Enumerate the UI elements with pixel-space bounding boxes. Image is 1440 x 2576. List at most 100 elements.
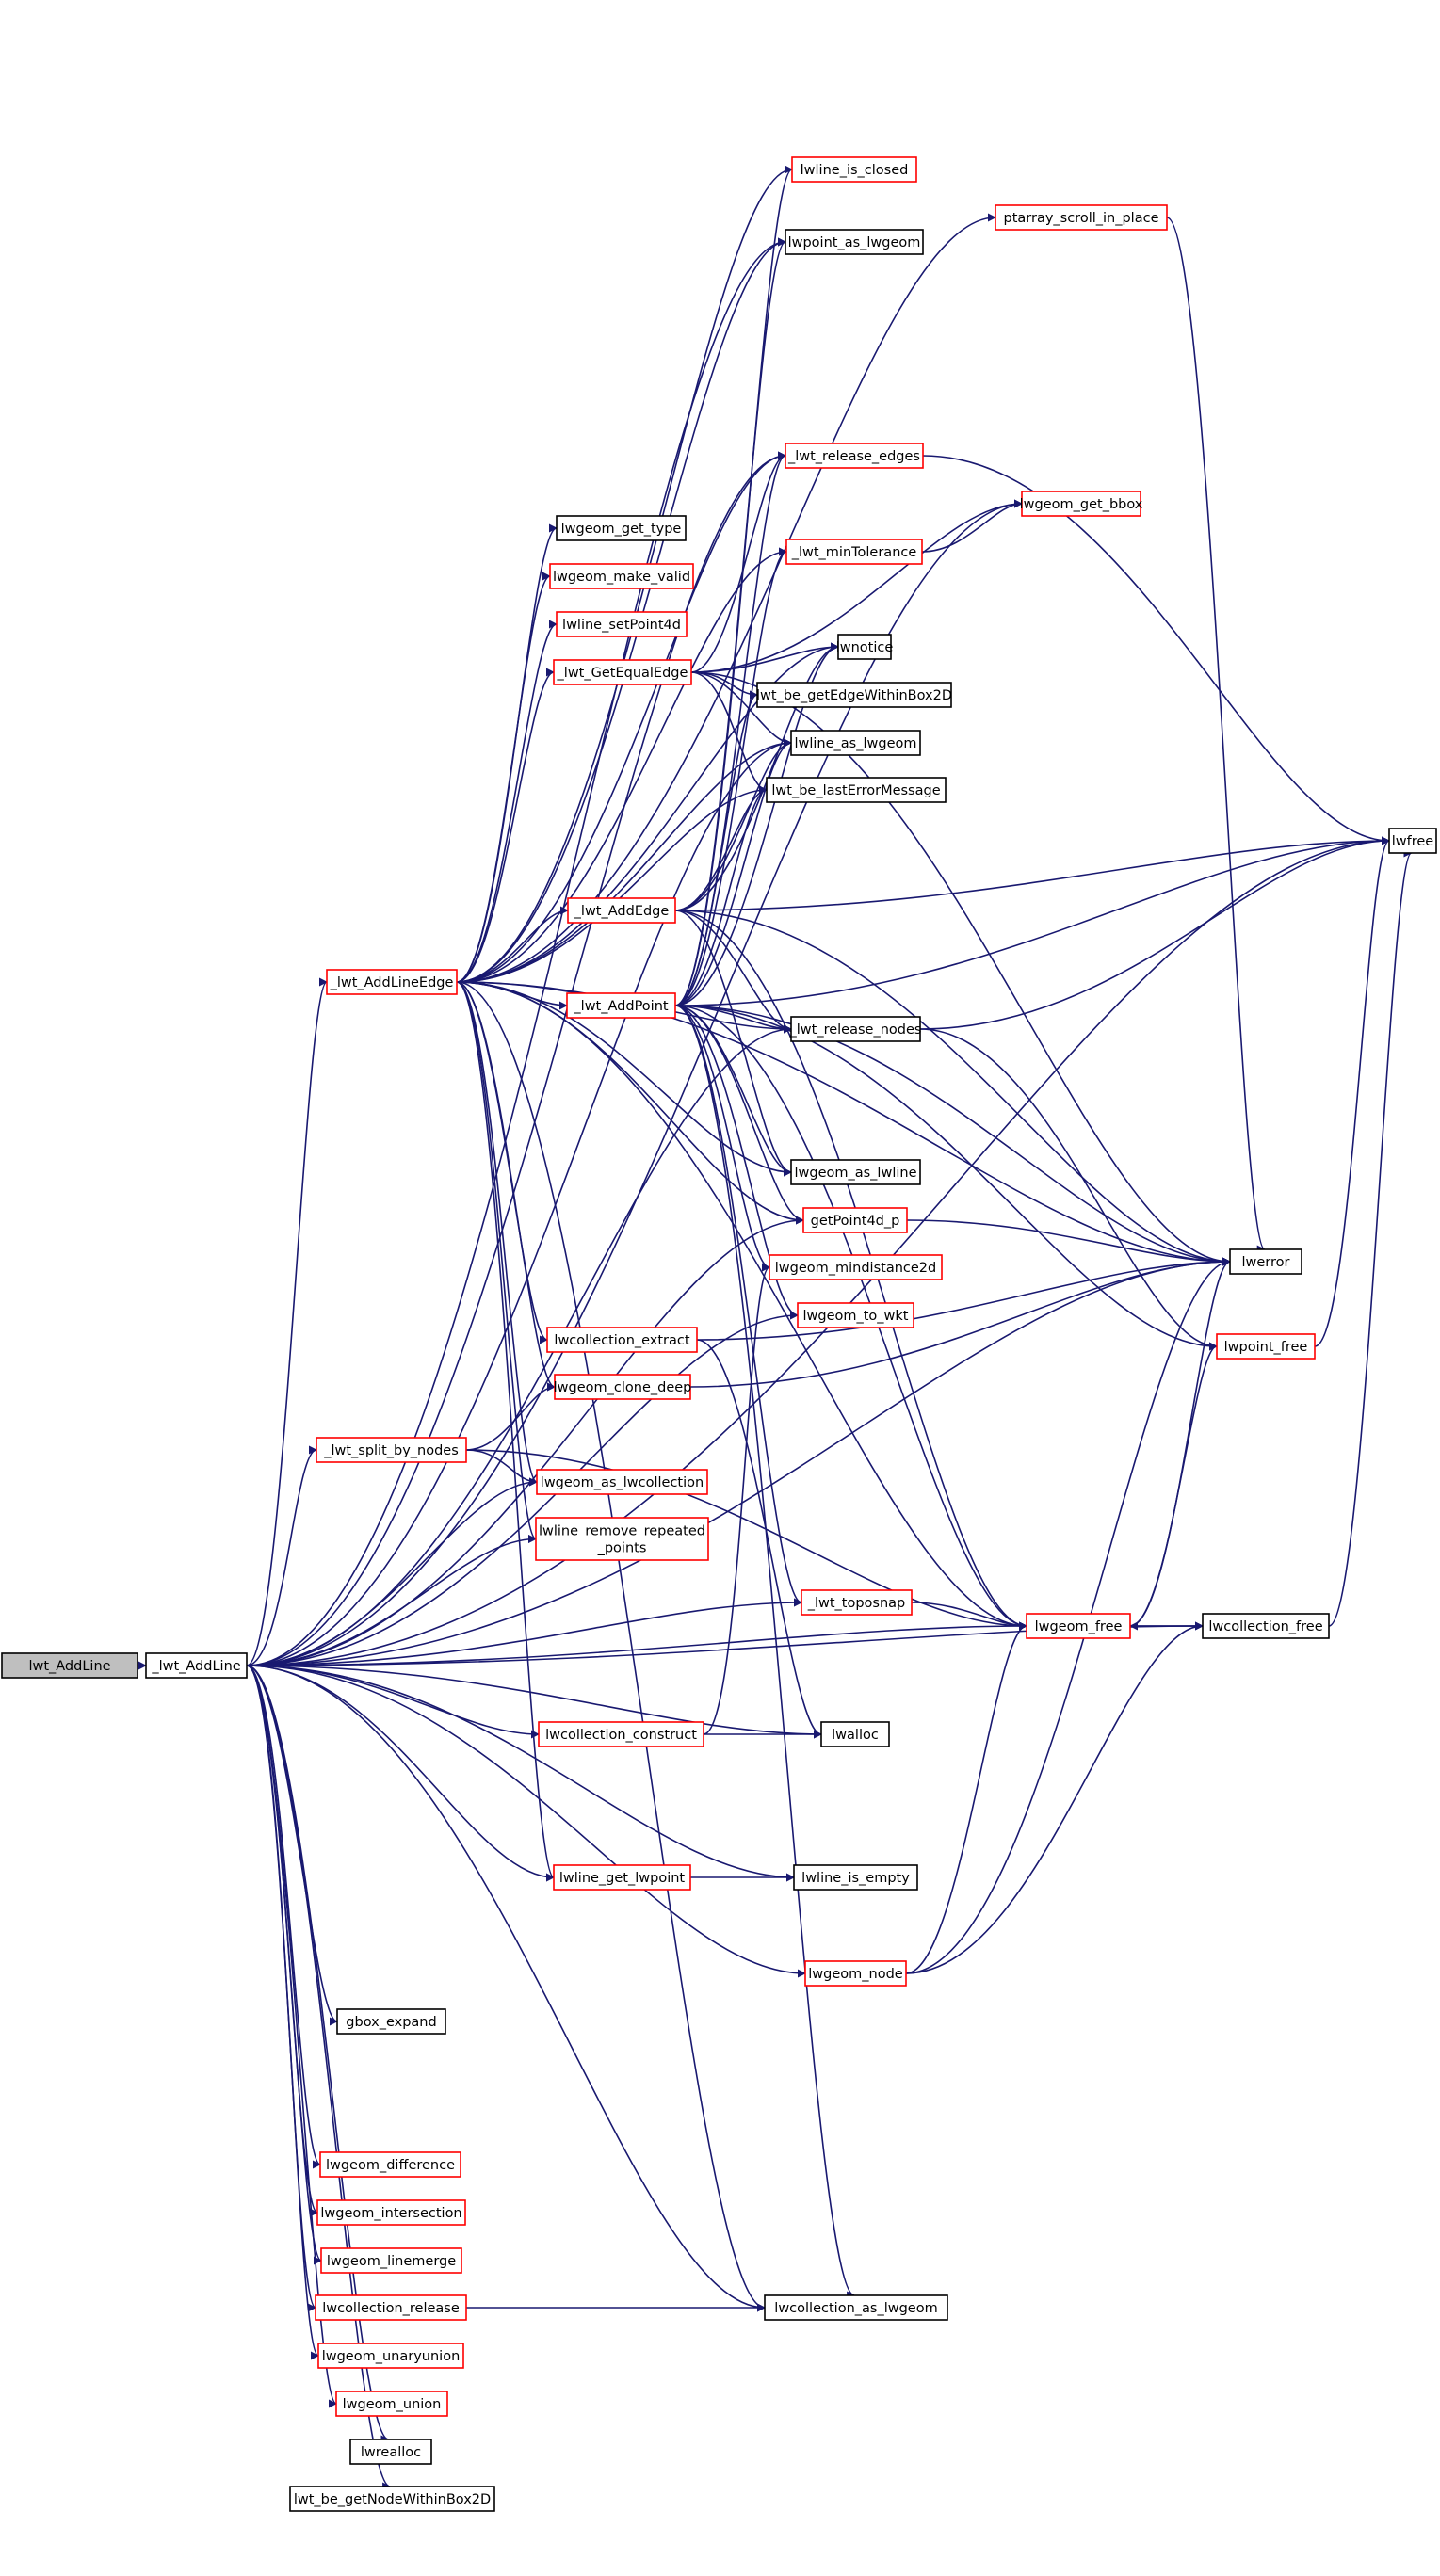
node-lwt-release-nodes[interactable]: _lwt_release_nodes	[789, 1016, 922, 1042]
edge-_lwt_release_nodes-to-lwpoint_free	[919, 1028, 1218, 1351]
node-lwt-be-lastErrorMessage[interactable]: lwt_be_lastErrorMessage	[766, 777, 947, 803]
node-lwgeom-get-bbox[interactable]: lwgeom_get_bbox	[1020, 491, 1143, 517]
edge-_lwt_AddLineEdge-to-lwgeom_clone_deep	[456, 981, 556, 1392]
edge-_lwt_AddLine-to-lwfree	[246, 836, 1390, 1666]
edge-_lwt_AddEdge-to-lwfree	[674, 836, 1390, 911]
node-lwpoint-as-lwgeom[interactable]: lwpoint_as_lwgeom	[785, 229, 924, 255]
edge-_lwt_AddLine-to-lwgeom_difference	[246, 1665, 321, 2169]
node-layer: lwt_AddLine _lwt_AddLine _lwt_AddLineEdge _…	[1, 156, 1437, 2512]
node-lwt-AddLine[interactable]: lwt_AddLine	[1, 1652, 138, 1679]
edge-_lwt_AddLine-to-lwgeom_node	[246, 1665, 806, 1978]
node-label: lwt_be_getNodeWithinBox2D	[294, 2492, 491, 2507]
node-lwline-get-lwpoint[interactable]: lwline_get_lwpoint	[553, 1864, 691, 1891]
node-box	[801, 1589, 913, 1616]
node-lwt-AddLineEdge[interactable]: _lwt_AddLineEdge	[326, 969, 458, 995]
node-label: lwalloc	[832, 1728, 879, 1743]
node-lwt-release-edges[interactable]: _lwt_release_edges	[785, 443, 924, 469]
edge-_lwt_AddLineEdge-to-ptarray_scroll_in_place	[456, 213, 996, 983]
edge-_lwt_AddPoint-to-_lwt_toposnap	[674, 1005, 802, 1607]
node-lwgeom-clone-deep[interactable]: lwgeom_clone_deep	[554, 1374, 692, 1400]
node-lwcollection-extract[interactable]: lwcollection_extract	[546, 1327, 698, 1353]
node-lwt-be-getNodeWithinBox2D[interactable]: lwt_be_getNodeWithinBox2D	[289, 2486, 495, 2512]
node-lwt-toposnap[interactable]: _lwt_toposnap	[801, 1589, 913, 1616]
node-box	[797, 1302, 914, 1328]
node-lwgeom-difference[interactable]: lwgeom_difference	[319, 2151, 461, 2178]
node-lwgeom-mindistance2d[interactable]: lwgeom_mindistance2d	[769, 1254, 943, 1280]
node-lwpoint-free[interactable]: lwpoint_free	[1216, 1333, 1316, 1360]
edge-_lwt_AddLineEdge-to-lwcollection_as_lwgeom	[456, 981, 766, 2312]
edge-_lwt_AddPoint-to-_lwt_minTolerance	[674, 547, 787, 1006]
edge-_lwt_AddLine-to-lwline_get_lwpoint	[246, 1665, 555, 1882]
node-label: _lwt_AddEdge	[574, 904, 670, 919]
node-lwline-is-empty[interactable]: lwline_is_empty	[793, 1864, 918, 1891]
node-lwcollection-as-lwgeom[interactable]: lwcollection_as_lwgeom	[764, 2294, 948, 2321]
node-lwgeom-get-type[interactable]: lwgeom_get_type	[556, 515, 687, 541]
edge-lwcollection_construct-to-lwgeom_mindistance2d	[703, 1263, 770, 1735]
node-lwalloc[interactable]: lwalloc	[820, 1721, 890, 1747]
node-box	[1202, 1613, 1330, 1639]
node-lwt-AddLine[interactable]: _lwt_AddLine	[145, 1652, 248, 1679]
node-box	[554, 1374, 691, 1400]
node-lwgeom-as-lwcollection[interactable]: lwgeom_as_lwcollection	[536, 1469, 708, 1495]
node-lwgeom-as-lwline[interactable]: lwgeom_as_lwline	[790, 1159, 921, 1185]
node-lwgeom-linemerge[interactable]: lwgeom_linemerge	[320, 2247, 462, 2274]
edge-_lwt_AddPoint-to-lwt_be_lastErrorMessage	[674, 785, 768, 1006]
node-label: lwerror	[1242, 1255, 1290, 1270]
node-label: lwgeom_difference	[326, 2158, 455, 2173]
node-lwgeom-free[interactable]: lwgeom_free	[1026, 1613, 1131, 1639]
node-label: lwcollection_extract	[554, 1333, 689, 1348]
node-ptarray-scroll-in-place[interactable]: ptarray_scroll_in_place	[995, 204, 1168, 231]
node-lwgeom-make-valid[interactable]: lwgeom_make_valid	[549, 563, 694, 589]
node-lwrealloc[interactable]: lwrealloc	[349, 2439, 432, 2465]
node-label: _lwt_AddLine	[151, 1659, 240, 1674]
node-box	[790, 730, 921, 756]
node-lwcollection-free[interactable]: lwcollection_free	[1202, 1613, 1330, 1639]
edge-_lwt_AddPoint-to-lwfree	[674, 836, 1390, 1006]
node-lwgeom-union[interactable]: lwgeom_union	[335, 2391, 448, 2417]
node-box	[335, 2391, 448, 2417]
node-lwline-remove-repeated-points[interactable]: lwline_remove_repeated_points	[535, 1517, 709, 1561]
edge-_lwt_GetEqualEdge-to-_lwt_release_edges	[690, 451, 786, 673]
edge-_lwt_split_by_nodes-to-lwgeom_free	[465, 1449, 1027, 1631]
edge-lwpoint_free-to-lwfree	[1314, 836, 1390, 1347]
node-lwt-split-by-nodes[interactable]: _lwt_split_by_nodes	[316, 1437, 467, 1463]
edge-lwgeom_free-to-lwpoint_free	[1129, 1342, 1218, 1627]
node-box	[336, 2008, 446, 2035]
node-label: lwline_remove_repeated	[539, 1524, 705, 1539]
node-lwt-GetEqualEdge[interactable]: _lwt_GetEqualEdge	[553, 659, 692, 685]
node-lwline-setPoint4d[interactable]: lwline_setPoint4d	[556, 611, 688, 637]
node-lwcollection-release[interactable]: lwcollection_release	[315, 2294, 467, 2321]
node-lwnotice[interactable]: lwnotice	[836, 634, 894, 660]
edge-_lwt_AddPoint-to-lwgeom_to_wkt	[674, 1005, 799, 1320]
edge-_lwt_AddLine-to-lwcollection_release	[246, 1665, 316, 2312]
node-lwt-minTolerance[interactable]: _lwt_minTolerance	[785, 539, 923, 565]
node-label: lwline_is_empty	[801, 1871, 910, 1886]
node-label: lwgeom_to_wkt	[802, 1309, 908, 1324]
node-lwgeom-intersection[interactable]: lwgeom_intersection	[316, 2199, 466, 2226]
node-label: lwcollection_as_lwgeom	[774, 2301, 937, 2316]
node-lwerror[interactable]: lwerror	[1229, 1248, 1302, 1275]
node-label: lwcollection_release	[322, 2301, 460, 2316]
edge-lwgeom_node-to-lwgeom_free	[905, 1621, 1027, 1974]
node-lwgeom-node[interactable]: lwgeom_node	[804, 1960, 907, 1987]
edge-_lwt_AddLine-to-lwpoint_as_lwgeom	[246, 237, 786, 1666]
edge-_lwt_AddLineEdge-to-lwgeom_make_valid	[456, 572, 551, 983]
node-lwgeom-unaryunion[interactable]: lwgeom_unaryunion	[317, 2343, 464, 2369]
edge-_lwt_AddPoint-to-lwpoint_free	[674, 1005, 1218, 1351]
node-label: lwrealloc	[361, 2445, 421, 2460]
node-lwfree[interactable]: lwfree	[1388, 828, 1437, 854]
node-lwt-be-getEdgeWithinBox2D[interactable]: lwt_be_getEdgeWithinBox2D	[756, 682, 952, 708]
node-lwgeom-to-wkt[interactable]: lwgeom_to_wkt	[797, 1302, 914, 1328]
node-getPoint4d-p[interactable]: getPoint4d_p	[802, 1207, 908, 1233]
node-lwcollection-construct[interactable]: lwcollection_construct	[538, 1721, 704, 1747]
node-gbox-expand[interactable]: gbox_expand	[336, 2008, 446, 2035]
node-box	[315, 2294, 467, 2321]
edge-_lwt_GetEqualEdge-to-lwgeom_get_bbox	[690, 499, 1023, 673]
node-lwt-AddPoint[interactable]: _lwt_AddPoint	[566, 992, 676, 1019]
node-label: _lwt_release_nodes	[789, 1022, 922, 1038]
edge-_lwt_AddLine-to-_lwt_AddLineEdge	[246, 977, 328, 1666]
node-lwline-as-lwgeom[interactable]: lwline_as_lwgeom	[790, 730, 921, 756]
node-lwline-is-closed[interactable]: lwline_is_closed	[791, 156, 917, 183]
node-lwt-AddEdge[interactable]: _lwt_AddEdge	[567, 897, 676, 924]
node-box	[802, 1207, 908, 1233]
